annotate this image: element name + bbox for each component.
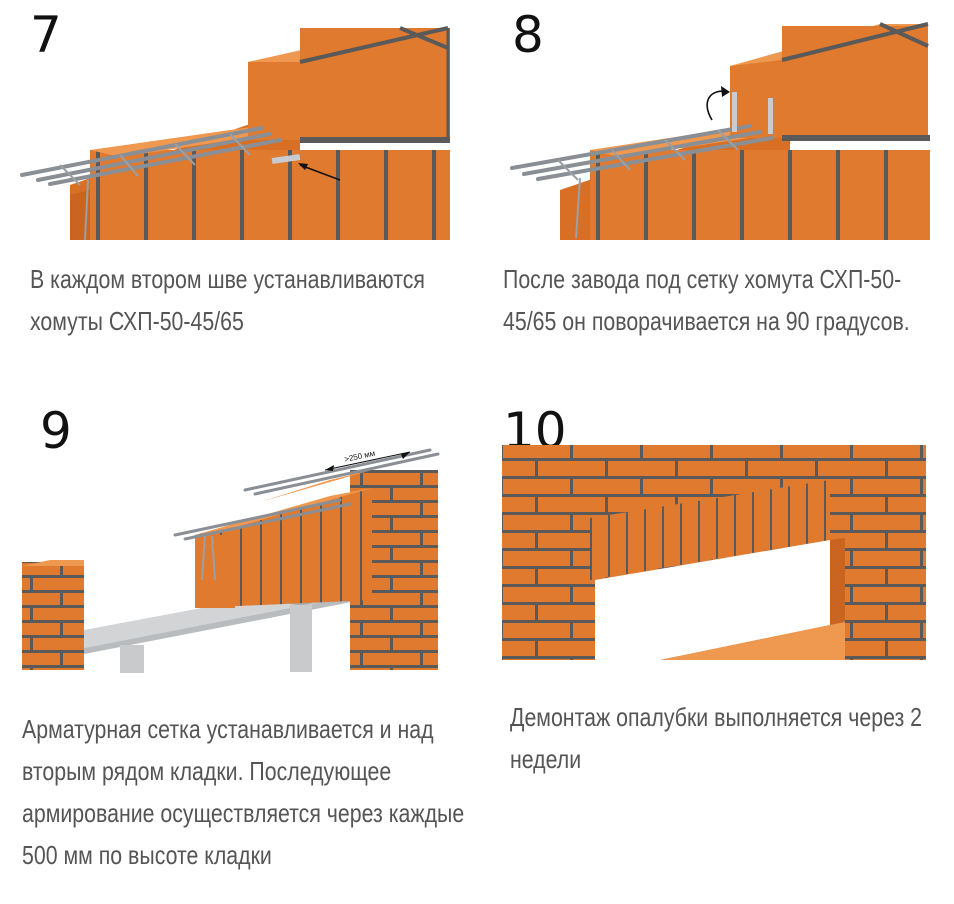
- step-number: 7: [30, 6, 62, 64]
- step-number: 9: [40, 402, 72, 460]
- step-7-illustration: [20, 26, 450, 241]
- step-caption: После завода под сетку хомута СХП-50-45/…: [503, 264, 910, 336]
- step-caption: Демонтаж опалубки выполняется через 2 не…: [510, 702, 923, 774]
- step-10-illustration: [502, 445, 926, 660]
- step-number: 8: [512, 6, 544, 64]
- step-9-illustration: >250 мм: [22, 448, 440, 673]
- step-caption: Арматурная сетка устанавливается и над в…: [22, 714, 465, 870]
- step-8-illustration: [510, 22, 930, 240]
- step-caption: В каждом втором шве устанавливаются хому…: [30, 264, 425, 336]
